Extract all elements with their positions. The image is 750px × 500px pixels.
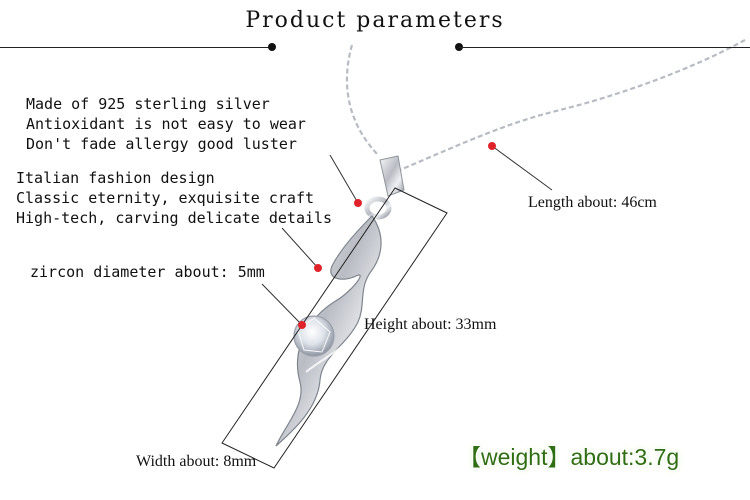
design-line-1: Italian fashion design xyxy=(16,169,215,187)
red-dot-icon xyxy=(298,321,306,329)
height-label: Height about: 33mm xyxy=(364,316,497,333)
length-label: Length about: 46cm xyxy=(528,194,657,211)
red-dot-icon xyxy=(314,264,322,272)
design-line-3: High-tech, carving delicate details xyxy=(16,209,333,227)
width-label: Width about: 8mm xyxy=(136,453,257,470)
page-title: Product parameters xyxy=(245,8,505,33)
header-rule-left xyxy=(0,47,272,48)
red-dot-icon xyxy=(488,142,496,150)
design-line-2: Classic eternity, exquisite craft xyxy=(16,189,315,207)
pendant-loop xyxy=(364,196,392,220)
chain xyxy=(345,39,746,172)
black-dot-icon xyxy=(268,43,276,51)
red-dot-icon xyxy=(354,199,362,207)
material-line-1: Made of 925 sterling silver xyxy=(26,95,270,113)
weight-label: 【weight】about:3.7g xyxy=(458,444,680,470)
pendant-bail xyxy=(379,155,405,197)
markers xyxy=(298,142,496,329)
zircon-label: zircon diameter about: 5mm xyxy=(30,263,265,281)
header-rule-right xyxy=(459,47,750,48)
material-line-3: Don't fade allergy good luster xyxy=(26,135,297,153)
leader-lines xyxy=(261,145,553,326)
dimension-box xyxy=(221,187,448,469)
material-line-2: Antioxidant is not easy to wear xyxy=(26,115,306,133)
